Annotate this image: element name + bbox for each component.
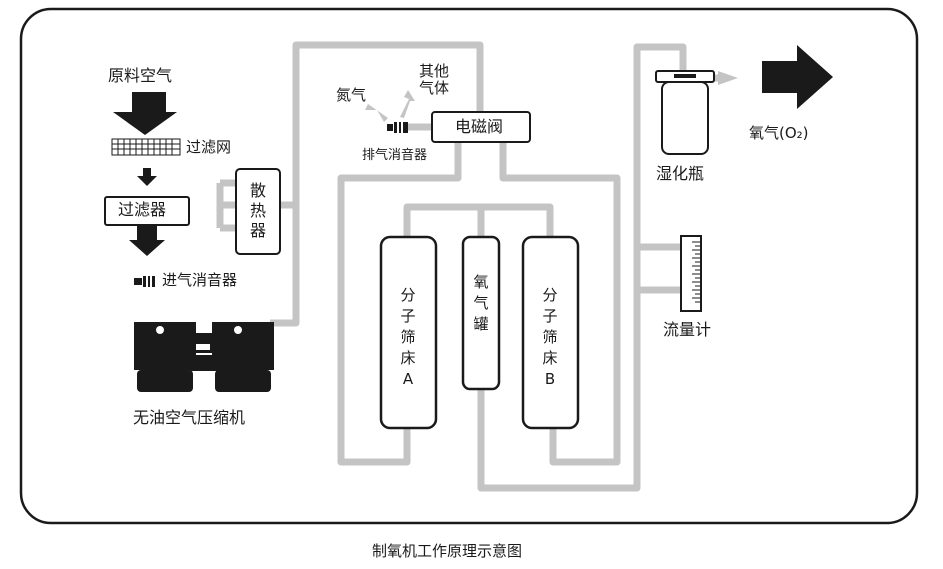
solenoid-valve-label: 电磁阀 <box>455 117 504 136</box>
diagram-caption: 制氧机工作原理示意图 <box>372 542 523 560</box>
filter-mesh-icon <box>111 138 181 156</box>
exhaust-arrow-icon <box>365 90 415 122</box>
filter-box <box>104 196 190 226</box>
intake-muffler-icon <box>134 276 155 287</box>
pipe <box>477 43 687 492</box>
solenoid-valve-box <box>431 111 531 143</box>
pipe <box>499 142 621 466</box>
other-gas-label: 其他气体 <box>418 62 449 97</box>
sieve-bed-b <box>521 235 580 430</box>
oxygen-tank-label: 氧气罐 <box>473 273 489 333</box>
oxygen-tank <box>461 235 501 391</box>
flowmeter-icon <box>680 235 702 312</box>
diagram-frame <box>19 7 919 525</box>
humidifier-bottle-icon <box>655 70 715 155</box>
filter-mesh-label: 过滤网 <box>186 138 232 156</box>
raw-air-label: 原料空气 <box>108 66 173 85</box>
pipe <box>337 142 462 466</box>
filter-arrow-icon <box>129 226 165 256</box>
radiator-box <box>235 168 281 255</box>
intake-arrow-icon <box>113 92 177 135</box>
intake-muffler-label: 进气消音器 <box>162 271 238 289</box>
pipe <box>270 41 484 327</box>
exhaust-muffler-icon <box>387 122 408 133</box>
oxygen-arrow-icon <box>762 45 833 109</box>
compressor-icon <box>134 322 274 392</box>
oxygen-label: 氧气(O₂) <box>749 124 809 142</box>
sieve-bed-a <box>379 235 438 430</box>
small-arrow-icon <box>137 168 157 186</box>
outlet-arrow-icon <box>718 71 738 85</box>
compressor-label: 无油空气压缩机 <box>133 408 246 427</box>
sieve-a-label: 分子筛床A <box>400 286 416 388</box>
radiator-label: 散热器 <box>249 181 266 240</box>
nitrogen-label: 氮气 <box>336 86 367 104</box>
exhaust-muffler-label: 排气消音器 <box>362 148 428 163</box>
filter-label: 过滤器 <box>118 200 167 219</box>
humidifier-label: 湿化瓶 <box>656 164 705 183</box>
flowmeter-label: 流量计 <box>663 320 712 339</box>
sieve-b-label: 分子筛床B <box>542 286 558 388</box>
